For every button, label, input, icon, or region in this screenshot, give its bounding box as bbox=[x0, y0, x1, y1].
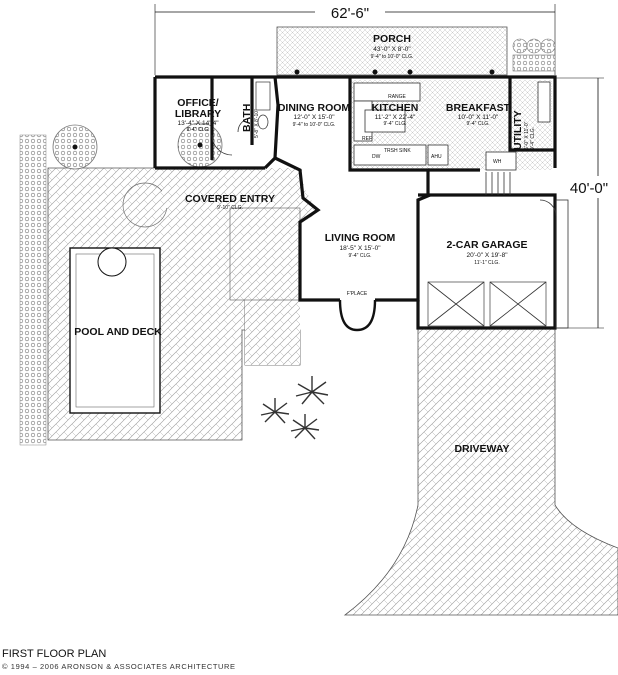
palm-trees bbox=[260, 376, 329, 440]
room-bath: BATH 5'-8" X 8'-10" bbox=[241, 104, 260, 138]
covered-entry-name: COVERED ENTRY bbox=[185, 193, 275, 205]
driveway-area bbox=[343, 327, 618, 616]
living-size: 18'-5" X 15'-0" bbox=[339, 245, 381, 252]
covered-entry-ceiling: 9'-10" CLG. bbox=[217, 205, 243, 211]
room-utility: UTILITY 6'-0" X 11'-0" 9'-4" CLG. bbox=[512, 110, 536, 150]
plan-title: FIRST FLOOR PLAN bbox=[2, 648, 107, 660]
room-porch: PORCH 43'-0" X 8'-0" 9'-4" to 10'-0" CLG… bbox=[371, 33, 414, 60]
area-driveway: DRIVEWAY bbox=[454, 443, 509, 455]
dining-name: DINING ROOM bbox=[278, 102, 351, 114]
fireplace bbox=[338, 299, 377, 332]
office-name-2: LIBRARY bbox=[175, 108, 221, 120]
dw-label: DW bbox=[372, 154, 381, 160]
overall-width-label: 62'-6" bbox=[331, 5, 369, 22]
dining-size: 12'-0" X 15'-0" bbox=[293, 114, 335, 121]
breakfast-name: BREAKFAST bbox=[446, 102, 511, 114]
garage-side-shelf bbox=[555, 199, 569, 329]
wh-label: WH bbox=[493, 159, 502, 165]
room-living: LIVING ROOM 18'-5" X 15'-0" 9'-4" CLG. bbox=[325, 232, 396, 259]
garage-stair bbox=[485, 172, 511, 195]
house-walls bbox=[153, 75, 557, 330]
fixture-labels: F'PLACE RANGE REF DW TRSH SINK AHU WH bbox=[347, 94, 502, 297]
room-covered-entry: COVERED ENTRY 9'-10" CLG. bbox=[185, 193, 275, 211]
garage-doors bbox=[427, 281, 547, 327]
door-swings bbox=[211, 117, 557, 217]
pool bbox=[69, 247, 161, 414]
room-office-library: OFFICE/ LIBRARY 13'-4" X 14'-4" 9'-4" CL… bbox=[175, 97, 221, 133]
room-garage: 2-CAR GARAGE 20'-0" X 19'-8" 11'-1" CLG. bbox=[446, 239, 527, 266]
pool-name: POOL AND DECK bbox=[74, 326, 162, 338]
porch-name: PORCH bbox=[373, 33, 411, 45]
range-label: RANGE bbox=[388, 94, 406, 100]
utility-ceiling: 9'-4" CLG. bbox=[530, 127, 536, 150]
kitchen-island bbox=[364, 109, 406, 133]
kitchen-ceiling: 9'-4" CLG. bbox=[383, 121, 406, 127]
living-ceiling: 9'-4" CLG. bbox=[348, 253, 371, 259]
water-heater bbox=[485, 151, 517, 171]
bath-name: BATH bbox=[241, 104, 253, 132]
porch-columns bbox=[294, 69, 495, 75]
office-ceiling: 9'-4" CLG. bbox=[186, 127, 209, 133]
kitchen-name: KITCHEN bbox=[372, 102, 419, 114]
porch-size: 43'-0" X 8'-0" bbox=[373, 46, 411, 53]
overall-width-dimension: 62'-6" bbox=[154, 2, 556, 75]
utility-size: 6'-0" X 11'-0" bbox=[524, 121, 530, 150]
office-name-1: OFFICE/ bbox=[177, 97, 218, 109]
copyright-notice: © 1994 – 2006 ARONSON & ASSOCIATES ARCHI… bbox=[2, 662, 236, 671]
ahu-label: AHU bbox=[431, 154, 442, 160]
garage-name: 2-CAR GARAGE bbox=[446, 239, 527, 251]
porch-ceiling: 9'-4" to 10'-0" CLG. bbox=[371, 54, 414, 60]
hedge bbox=[19, 134, 47, 446]
kitchen-size: 11'-2" X 22'-4" bbox=[375, 114, 416, 121]
dining-ceiling: 9'-4" to 10'-0" CLG. bbox=[293, 122, 336, 128]
area-pool: POOL AND DECK bbox=[74, 326, 162, 338]
washer-dryer bbox=[537, 81, 551, 123]
ref-label: REF bbox=[362, 136, 372, 142]
planters bbox=[512, 38, 556, 72]
bath-fixtures bbox=[255, 81, 271, 130]
driveway-name: DRIVEWAY bbox=[454, 443, 509, 455]
utility-name: UTILITY bbox=[512, 110, 524, 150]
garage-ceiling: 11'-1" CLG. bbox=[474, 260, 499, 266]
office-size: 13'-4" X 14'-4" bbox=[177, 120, 219, 127]
room-breakfast: BREAKFAST 10'-0" X 11'-0" 9'-4" CLG. bbox=[446, 102, 511, 127]
breakfast-size: 10'-0" X 11'-0" bbox=[458, 114, 499, 121]
trash-sink-label: TRSH SINK bbox=[384, 148, 411, 154]
kitchen-counters bbox=[353, 82, 449, 166]
overall-depth-dimension: 40'-0" bbox=[556, 77, 615, 329]
porch-area bbox=[276, 26, 508, 76]
room-kitchen: KITCHEN 11'-2" X 22'-4" 9'-4" CLG. bbox=[372, 102, 419, 127]
breakfast-ceiling: 9'-4" CLG. bbox=[466, 121, 489, 127]
overall-depth-label: 40'-0" bbox=[570, 180, 608, 197]
garage-size: 20'-0" X 19'-8" bbox=[466, 252, 508, 259]
fireplace-label: F'PLACE bbox=[347, 291, 368, 297]
room-dining: DINING ROOM 12'-0" X 15'-0" 9'-4" to 10'… bbox=[278, 102, 351, 128]
bath-size: 5'-8" X 8'-10" bbox=[254, 109, 260, 138]
living-name: LIVING ROOM bbox=[325, 232, 396, 244]
